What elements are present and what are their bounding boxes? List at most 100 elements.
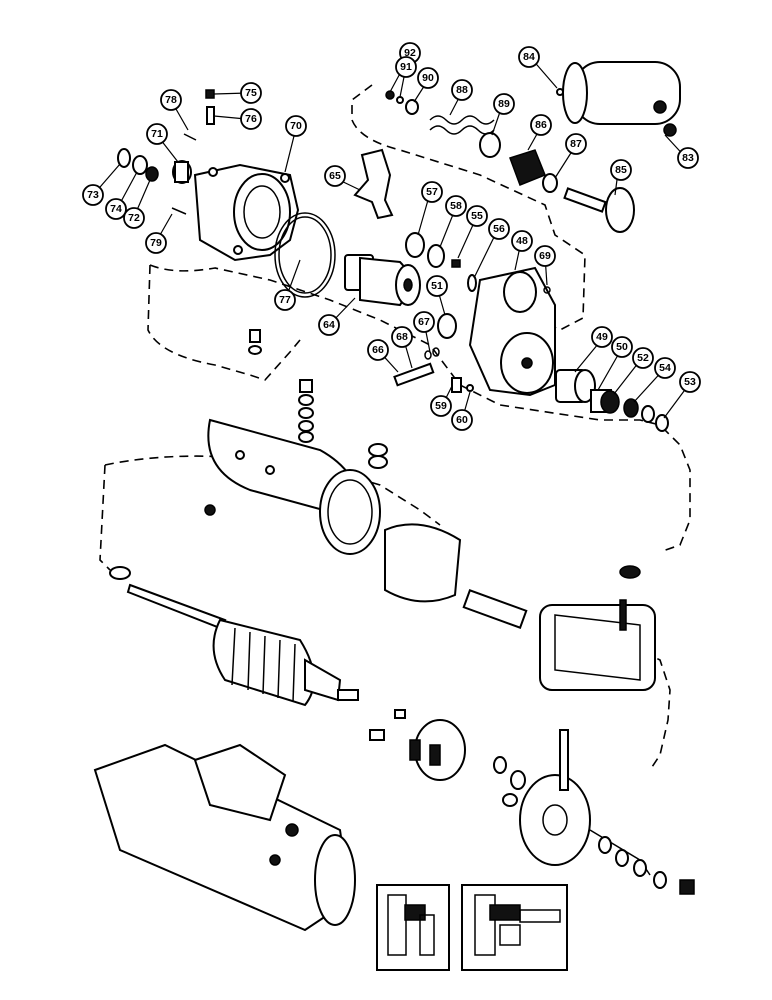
pole-shoe [384, 523, 462, 603]
armature [109, 566, 359, 707]
svg-text:56: 56 [493, 223, 505, 235]
insulator-plate [462, 589, 528, 629]
bolts-59-60 [451, 377, 474, 393]
svg-text:50: 50 [616, 341, 628, 353]
callout-91: 91 [395, 56, 417, 78]
svg-text:75: 75 [245, 87, 257, 99]
svg-text:89: 89 [498, 98, 510, 110]
svg-text:74: 74 [110, 203, 122, 215]
callout-49: 49 [591, 326, 613, 348]
callout-54: 54 [654, 357, 676, 379]
shift-lever [353, 148, 394, 220]
svg-text:52: 52 [637, 352, 649, 364]
callout-69: 69 [534, 245, 556, 267]
svg-text:86: 86 [535, 119, 547, 131]
callout-74: 74 [105, 198, 127, 220]
callouts: 92 91 90 88 89 86 84 83 87 85 78 75 76 7… [82, 42, 701, 431]
callout-77: 77 [274, 289, 296, 311]
svg-text:88: 88 [456, 84, 468, 96]
svg-text:60: 60 [456, 414, 468, 426]
callout-64: 64 [318, 314, 340, 336]
svg-text:91: 91 [400, 61, 412, 73]
callout-75: 75 [240, 82, 262, 104]
callout-87: 87 [565, 133, 587, 155]
svg-text:68: 68 [396, 331, 408, 343]
field-hardware [248, 329, 388, 469]
callout-70: 70 [285, 115, 307, 137]
svg-text:83: 83 [682, 152, 694, 164]
svg-text:66: 66 [372, 344, 384, 356]
callout-51: 51 [426, 275, 448, 297]
svg-text:84: 84 [523, 51, 535, 63]
bushing-71 [172, 160, 192, 184]
inset-detail-right [461, 884, 568, 971]
callout-71: 71 [146, 123, 168, 145]
callout-66: 66 [367, 339, 389, 361]
washers-upper [405, 232, 477, 292]
drive-housing [193, 163, 300, 262]
callout-56: 56 [488, 218, 510, 240]
svg-text:69: 69 [539, 250, 551, 262]
callout-53: 53 [679, 371, 701, 393]
callout-89: 89 [493, 93, 515, 115]
svg-text:73: 73 [87, 189, 99, 201]
svg-text:49: 49 [596, 331, 608, 343]
commutator-end-frame [493, 729, 695, 895]
svg-text:72: 72 [128, 212, 140, 224]
svg-text:85: 85 [615, 164, 627, 176]
callout-73: 73 [82, 184, 104, 206]
callout-88: 88 [451, 79, 473, 101]
callout-79: 79 [145, 232, 167, 254]
svg-text:67: 67 [418, 316, 430, 328]
solenoid-switch [556, 61, 681, 137]
callout-90: 90 [417, 67, 439, 89]
callout-68: 68 [391, 326, 413, 348]
callout-55: 55 [466, 205, 488, 227]
brush-plate [369, 709, 466, 781]
callout-83: 83 [677, 147, 699, 169]
callout-60: 60 [451, 409, 473, 431]
svg-text:53: 53 [684, 376, 696, 388]
assembled-starter [93, 743, 356, 932]
callout-50: 50 [611, 336, 633, 358]
svg-text:55: 55 [471, 210, 483, 222]
callout-58: 58 [445, 195, 467, 217]
callout-72: 72 [123, 207, 145, 229]
callout-48: 48 [511, 230, 533, 252]
svg-text:57: 57 [426, 186, 438, 198]
inset-detail-left [376, 884, 450, 971]
svg-text:65: 65 [329, 170, 341, 182]
callout-86: 86 [530, 114, 552, 136]
svg-text:87: 87 [570, 138, 582, 150]
callout-59: 59 [430, 395, 452, 417]
callout-67: 67 [413, 311, 435, 333]
small-parts-73-79 [117, 89, 215, 215]
pin-66-68-67 [393, 347, 440, 387]
callout-52: 52 [632, 347, 654, 369]
callout-84: 84 [518, 46, 540, 68]
svg-text:71: 71 [151, 128, 163, 140]
svg-text:77: 77 [279, 294, 291, 306]
svg-text:78: 78 [165, 94, 177, 106]
svg-text:59: 59 [435, 400, 447, 412]
svg-text:76: 76 [245, 113, 257, 125]
svg-text:79: 79 [150, 237, 162, 249]
callout-65: 65 [324, 165, 346, 187]
field-coil [539, 565, 656, 691]
field-frame [204, 418, 381, 555]
washer-51 [437, 313, 457, 339]
svg-text:92: 92 [404, 47, 416, 59]
bushings-right [555, 369, 669, 432]
svg-text:90: 90 [422, 72, 434, 84]
svg-text:70: 70 [290, 120, 302, 132]
svg-text:64: 64 [323, 319, 335, 331]
callout-78: 78 [160, 89, 182, 111]
drive-assembly [344, 254, 421, 307]
svg-text:48: 48 [516, 235, 528, 247]
solenoid-case [468, 266, 556, 397]
callout-57: 57 [421, 181, 443, 203]
callout-76: 76 [240, 108, 262, 130]
gasket-77 [274, 212, 336, 298]
svg-text:54: 54 [659, 362, 671, 374]
svg-text:51: 51 [431, 280, 443, 292]
